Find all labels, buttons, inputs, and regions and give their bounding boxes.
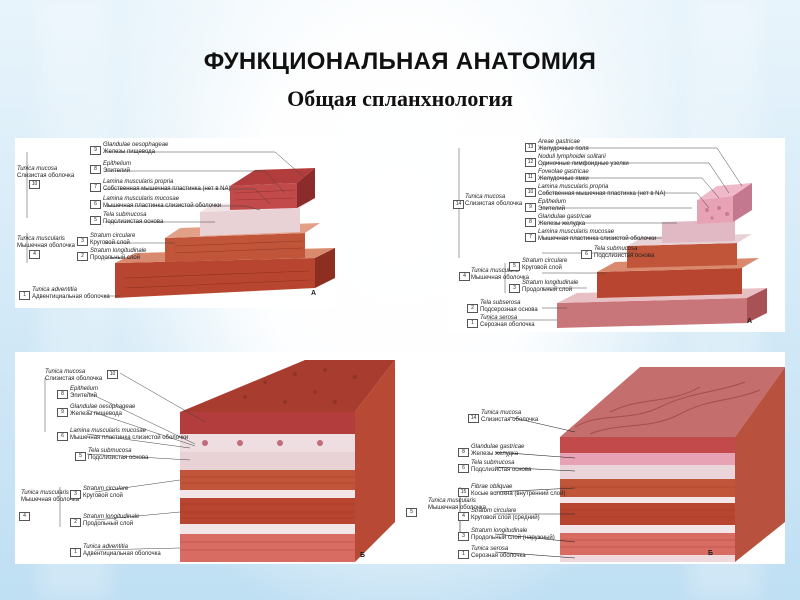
label-number: 10: [525, 188, 536, 197]
label-number: 9: [90, 146, 101, 155]
label-number: 4: [458, 512, 469, 521]
label-number: 8: [525, 218, 536, 227]
figure-tag: А: [311, 290, 317, 297]
label-number: 5: [509, 262, 520, 271]
label-number: 3: [509, 284, 520, 293]
label-number: 3: [77, 237, 88, 246]
label-number: 13: [525, 143, 536, 152]
label-number: 3: [458, 532, 469, 541]
label-number: 1: [19, 291, 30, 300]
label-number: 1: [70, 548, 81, 557]
label-number: 7: [525, 233, 536, 242]
label-number: 5: [90, 216, 101, 225]
slide-title: ФУНКЦИОНАЛЬНАЯ АНАТОМИЯ: [203, 48, 597, 75]
label-number: 14: [468, 414, 479, 423]
label-number: 2: [467, 304, 478, 313]
label-number: 3: [70, 490, 81, 499]
label-number: 6: [57, 432, 68, 441]
label-number: 12: [525, 158, 536, 167]
label-number: 2: [70, 518, 81, 527]
label-number: 7: [90, 183, 101, 192]
label-number: 10: [107, 370, 118, 379]
label-number: 6: [90, 200, 101, 209]
group-number: 4: [29, 250, 40, 259]
slide-subtitle: Общая спланхнология: [287, 86, 513, 111]
group-number: 10: [29, 180, 40, 189]
group-number: 14: [453, 200, 464, 209]
label-number: 8: [57, 390, 68, 399]
label-number: 11: [525, 173, 536, 182]
label-number: 8: [458, 448, 469, 457]
oesophagus-illustration-a: [26, 151, 335, 298]
stomach-illustration-b: [459, 367, 785, 562]
label-number: 8: [90, 165, 101, 174]
label-number: 6: [581, 250, 592, 259]
label-number: 15: [458, 488, 469, 497]
group-number: 4: [19, 512, 30, 521]
group-number: 4: [459, 272, 470, 281]
group-number: 5: [406, 508, 417, 517]
label-number: 1: [467, 319, 478, 328]
oesophagus-illustration-b: [44, 360, 395, 562]
figure-tag: А: [747, 318, 753, 325]
label-number: 9: [57, 408, 68, 417]
stomach-illustration-a: [458, 147, 767, 328]
label-number: 2: [77, 252, 88, 261]
figure-tag: Б: [360, 552, 366, 559]
label-number: 9: [525, 203, 536, 212]
label-number: 1: [458, 550, 469, 559]
figure-tag: Б: [708, 550, 714, 557]
label-number: 6: [458, 464, 469, 473]
label-number: 5: [75, 452, 86, 461]
